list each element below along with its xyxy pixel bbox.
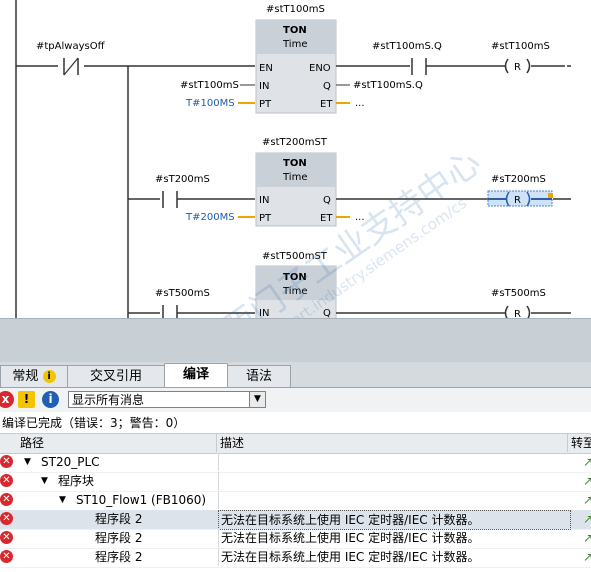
contact-always-off-label: #tpAlwaysOff (36, 41, 106, 52)
tab-general[interactable]: 常规 i (0, 365, 68, 388)
error-icon: ✕ (0, 493, 13, 506)
column-description[interactable]: 描述 (216, 434, 569, 452)
svg-text:ENO: ENO (309, 63, 331, 74)
table-row[interactable]: ✕ ▼ ST10_Flow1 (FB1060) ↗ (0, 491, 591, 511)
error-icon: ✕ (0, 531, 13, 544)
svg-text:R: R (514, 195, 521, 206)
svg-text:ET: ET (320, 213, 333, 224)
svg-text:Q: Q (323, 195, 331, 206)
svg-text:EN: EN (259, 63, 273, 74)
info-icon: i (42, 370, 56, 383)
svg-text:Q: Q (323, 308, 331, 318)
error-icon: ✕ (0, 455, 13, 468)
svg-text:Time: Time (282, 172, 307, 183)
svg-text:R: R (514, 309, 521, 318)
chevron-down-icon[interactable]: ▼ (249, 392, 265, 407)
tab-syntax[interactable]: 语法 (227, 365, 291, 388)
svg-text:Time: Time (282, 286, 307, 297)
table-row[interactable]: ✕ 程序段 2 无法在目标系统上使用 IEC 定时器/IEC 计数器。 ↗ (0, 548, 591, 568)
column-goto[interactable]: 转至 (567, 434, 591, 452)
tab-cross-references[interactable]: 交叉引用 (67, 365, 165, 388)
expand-icon[interactable]: ▼ (24, 457, 31, 467)
table-row[interactable]: ✕ ▼ 程序块 ↗ (0, 472, 591, 492)
goto-icon[interactable]: ↗ (583, 493, 591, 507)
ladder-diagram: #tpAlwaysOff #stT100mS TON Time EN ENO I… (15, 0, 571, 318)
ladder-editor[interactable]: #tpAlwaysOff #stT100mS TON Time EN ENO I… (0, 0, 591, 318)
info-filter-icon[interactable]: i (42, 391, 59, 408)
table-row[interactable]: ✕ ▼ ST20_PLC ↗ (0, 453, 591, 473)
svg-text:Time: Time (282, 39, 307, 50)
panel-splitter[interactable] (0, 318, 591, 363)
coil-reset-100ms: R (514, 62, 521, 73)
block2-pt-operand: T#200MS (185, 212, 235, 223)
block1-pt-operand: T#100MS (185, 98, 235, 109)
svg-text:TON: TON (283, 158, 307, 169)
block2-instance-name: #stT200mST (262, 137, 328, 148)
goto-icon[interactable]: ↗ (583, 512, 591, 526)
expand-icon[interactable]: ▼ (41, 476, 48, 486)
block1-contact-label: #stT100mS.Q (372, 41, 442, 52)
block2-coil-label: #sT200mS (491, 174, 546, 185)
goto-icon[interactable]: ↗ (583, 531, 591, 545)
inspector-tabs: 常规 i 交叉引用 编译 语法 (0, 362, 591, 389)
svg-text:ET: ET (320, 99, 333, 110)
svg-text:TON: TON (283, 272, 307, 283)
svg-text:IN: IN (259, 308, 269, 318)
error-icon: ✕ (0, 512, 13, 525)
svg-text:Q: Q (323, 81, 331, 92)
block2-contact-label: #sT200mS (155, 174, 210, 185)
compile-status: 编译已完成（错误：3；警告：0） (0, 413, 591, 433)
block1-q-operand: #stT100mS.Q (353, 80, 423, 91)
goto-icon[interactable]: ↗ (583, 550, 591, 564)
svg-text:PT: PT (259, 99, 272, 110)
error-filter-icon[interactable]: x (0, 391, 14, 408)
message-table-header: 路径 描述 转至 (0, 433, 591, 454)
svg-text:TON: TON (283, 25, 307, 36)
warning-filter-icon[interactable]: ! (18, 391, 35, 408)
svg-text:IN: IN (259, 81, 269, 92)
block1-instance-name: #stT100mS (266, 4, 325, 15)
goto-icon[interactable]: ↗ (583, 455, 591, 469)
table-row[interactable]: ✕ 程序段 2 无法在目标系统上使用 IEC 定时器/IEC 计数器。 ↗ (0, 529, 591, 549)
goto-icon[interactable]: ↗ (583, 474, 591, 488)
error-icon: ✕ (0, 550, 13, 563)
svg-text:PT: PT (259, 213, 272, 224)
block3-instance-name: #stT500mST (262, 251, 328, 262)
block1-coil-label: #stT100mS (491, 41, 550, 52)
block3-contact-label: #sT500mS (155, 288, 210, 299)
error-icon: ✕ (0, 474, 13, 487)
svg-text:IN: IN (259, 195, 269, 206)
message-filter-select[interactable]: 显示所有消息 ▼ (68, 391, 266, 408)
table-row-selected[interactable]: ✕ 程序段 2 无法在目标系统上使用 IEC 定时器/IEC 计数器。 ↗ (0, 510, 591, 530)
block3-coil-label: #sT500mS (491, 288, 546, 299)
block1-in-operand: #stT100mS (180, 80, 239, 91)
column-path[interactable]: 路径 (20, 436, 45, 450)
tab-divider (0, 387, 591, 388)
tab-compile[interactable]: 编译 (164, 363, 228, 389)
svg-text:...: ... (355, 98, 365, 109)
svg-text:...: ... (355, 212, 365, 223)
expand-icon[interactable]: ▼ (59, 495, 66, 505)
